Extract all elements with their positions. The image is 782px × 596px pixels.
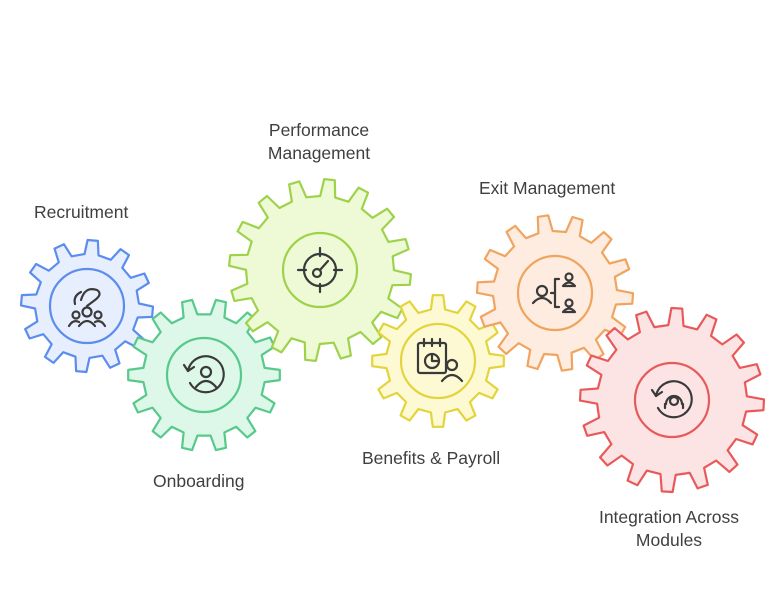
label-exit-management: Exit Management — [479, 178, 616, 198]
calendar-chart-person-icon — [416, 337, 464, 383]
gear-hub-onboarding — [165, 336, 243, 414]
cycle-headset-icon — [650, 380, 693, 419]
gear-hub-integration-across-modules — [633, 361, 711, 439]
gear-performance-management — [228, 178, 412, 362]
label-recruitment: Recruitment — [34, 202, 129, 222]
gear-benefits-payroll — [371, 294, 505, 428]
gauge-target-icon — [296, 246, 344, 294]
people-hierarchy-icon — [531, 272, 577, 314]
gear-onboarding — [127, 298, 281, 452]
gear-integration-across-modules — [578, 306, 766, 494]
label-performance-management: Performance Management — [267, 120, 371, 163]
recruitment-people-icon — [67, 288, 107, 328]
gear-recruitment — [19, 238, 155, 374]
label-onboarding: Onboarding — [153, 471, 245, 491]
onboarding-cycle-person-icon — [182, 355, 225, 394]
label-benefits-payroll: Benefits & Payroll — [362, 448, 501, 468]
gear-exit-management — [475, 214, 635, 372]
label-integration-across-modules: Integration Across Modules — [598, 507, 740, 550]
